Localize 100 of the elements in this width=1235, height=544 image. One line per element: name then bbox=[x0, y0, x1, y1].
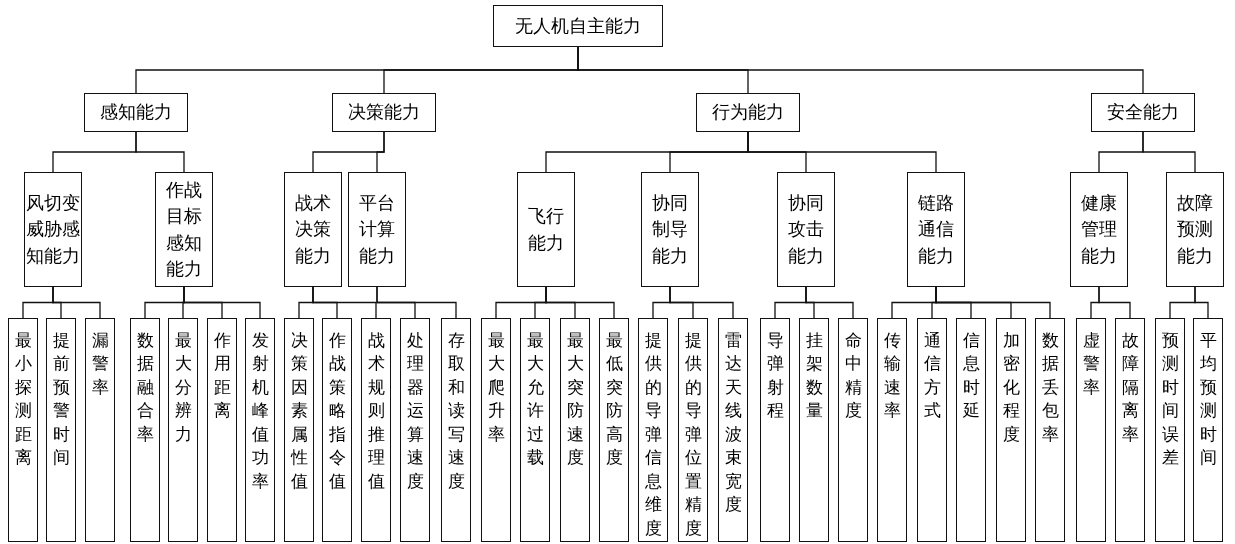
capability-box bbox=[641, 172, 699, 287]
category-box bbox=[84, 93, 188, 132]
connector-line bbox=[805, 286, 854, 319]
connector-line bbox=[545, 286, 615, 319]
indicator-box bbox=[1035, 318, 1065, 542]
node-label: 协同制导能力 bbox=[652, 191, 688, 268]
connector-line bbox=[669, 286, 734, 319]
node-label: 数据融合率 bbox=[136, 329, 154, 446]
node-label: 传输速率 bbox=[883, 329, 901, 423]
indicator-box bbox=[361, 318, 391, 542]
node-label: 提供的导弹位置精度 bbox=[684, 329, 702, 540]
indicator-box bbox=[996, 318, 1026, 542]
connector-line bbox=[183, 286, 261, 319]
node-label: 风切变威胁感知能力 bbox=[26, 191, 80, 268]
connector-line bbox=[577, 46, 1144, 94]
node-label: 处理器运算速度 bbox=[406, 329, 424, 493]
connector-line bbox=[376, 286, 457, 319]
node-label: 作用距离 bbox=[213, 329, 231, 423]
root-box bbox=[493, 5, 663, 47]
node-label: 故障隔离率 bbox=[1121, 329, 1139, 446]
node-label: 链路通信能力 bbox=[918, 191, 954, 268]
node-label: 作战目标感知能力 bbox=[166, 178, 202, 281]
node-label: 挂架数量 bbox=[805, 329, 823, 423]
node-label: 提供的导弹信息维度 bbox=[644, 329, 662, 540]
capability-box bbox=[777, 172, 835, 287]
node-label: 最低突防高度 bbox=[605, 329, 623, 470]
indicator-box bbox=[917, 318, 947, 542]
connector-line bbox=[312, 286, 377, 319]
node-label: 最小探测距离 bbox=[14, 329, 32, 470]
node-label: 发射机峰值功率 bbox=[251, 329, 269, 493]
indicator-box bbox=[168, 318, 198, 542]
indicator-box bbox=[322, 318, 352, 542]
indicator-box bbox=[400, 318, 430, 542]
node-label: 信息时延 bbox=[962, 329, 980, 423]
capability-box bbox=[907, 172, 965, 287]
category-box bbox=[696, 93, 800, 132]
indicator-box bbox=[245, 318, 275, 542]
category-box bbox=[1091, 93, 1195, 132]
node-label: 最大突防速度 bbox=[566, 329, 584, 470]
category-box bbox=[332, 93, 436, 132]
node-label: 感知能力 bbox=[100, 100, 172, 125]
capability-box bbox=[284, 172, 342, 287]
capability-box bbox=[24, 172, 82, 287]
indicator-box bbox=[678, 318, 708, 542]
node-label: 命中精度 bbox=[844, 329, 862, 423]
node-label: 虚警率 bbox=[1082, 329, 1100, 399]
node-label: 通信方式 bbox=[923, 329, 941, 423]
node-label: 战术决策能力 bbox=[295, 191, 331, 268]
indicator-box bbox=[284, 318, 314, 542]
indicator-box bbox=[599, 318, 629, 542]
connector-line bbox=[1194, 286, 1209, 319]
capability-box bbox=[348, 172, 406, 287]
node-label: 战术规则推理值 bbox=[367, 329, 385, 493]
node-label: 平均预测时间 bbox=[1199, 329, 1217, 470]
node-label: 飞行能力 bbox=[528, 204, 564, 255]
indicator-box bbox=[8, 318, 38, 542]
node-label: 提前预警时间 bbox=[52, 329, 70, 470]
indicator-box bbox=[838, 318, 868, 542]
node-label: 决策能力 bbox=[348, 100, 420, 125]
indicator-box bbox=[638, 318, 668, 542]
indicator-box bbox=[877, 318, 907, 542]
node-label: 导弹射程 bbox=[766, 329, 784, 423]
indicator-box bbox=[718, 318, 748, 542]
indicator-box bbox=[760, 318, 790, 542]
indicator-box bbox=[441, 318, 471, 542]
indicator-box bbox=[799, 318, 829, 542]
connector-line bbox=[52, 286, 101, 319]
node-label: 加密化程度 bbox=[1002, 329, 1020, 446]
indicator-box bbox=[130, 318, 160, 542]
indicator-box bbox=[85, 318, 115, 542]
indicator-box bbox=[1115, 318, 1145, 542]
indicator-box bbox=[481, 318, 511, 542]
node-label: 无人机自主能力 bbox=[515, 13, 641, 38]
indicator-box bbox=[560, 318, 590, 542]
capability-box bbox=[155, 172, 213, 287]
node-label: 故障预测能力 bbox=[1177, 191, 1213, 268]
node-label: 协同攻击能力 bbox=[788, 191, 824, 268]
node-label: 作战策略指令值 bbox=[328, 329, 346, 493]
connector-line bbox=[1142, 131, 1196, 173]
node-label: 存取和读写速度 bbox=[447, 329, 465, 493]
indicator-box bbox=[1193, 318, 1223, 542]
connector-line bbox=[1098, 286, 1131, 319]
node-label: 决策因素属性值 bbox=[290, 329, 308, 493]
indicator-box bbox=[46, 318, 76, 542]
indicator-box bbox=[520, 318, 550, 542]
node-label: 预测时间误差 bbox=[1161, 329, 1179, 470]
connector-line bbox=[376, 131, 385, 173]
node-label: 安全能力 bbox=[1107, 100, 1179, 125]
node-label: 平台计算能力 bbox=[359, 191, 395, 268]
capability-box bbox=[1070, 172, 1128, 287]
indicator-box bbox=[956, 318, 986, 542]
connector-line bbox=[135, 131, 185, 173]
node-label: 最大允许过载 bbox=[526, 329, 544, 470]
capability-box bbox=[517, 172, 575, 287]
capability-box bbox=[1166, 172, 1224, 287]
connector-line bbox=[747, 131, 937, 173]
node-label: 漏警率 bbox=[91, 329, 109, 399]
indicator-box bbox=[1155, 318, 1185, 542]
indicator-box bbox=[1076, 318, 1106, 542]
node-label: 行为能力 bbox=[712, 100, 784, 125]
